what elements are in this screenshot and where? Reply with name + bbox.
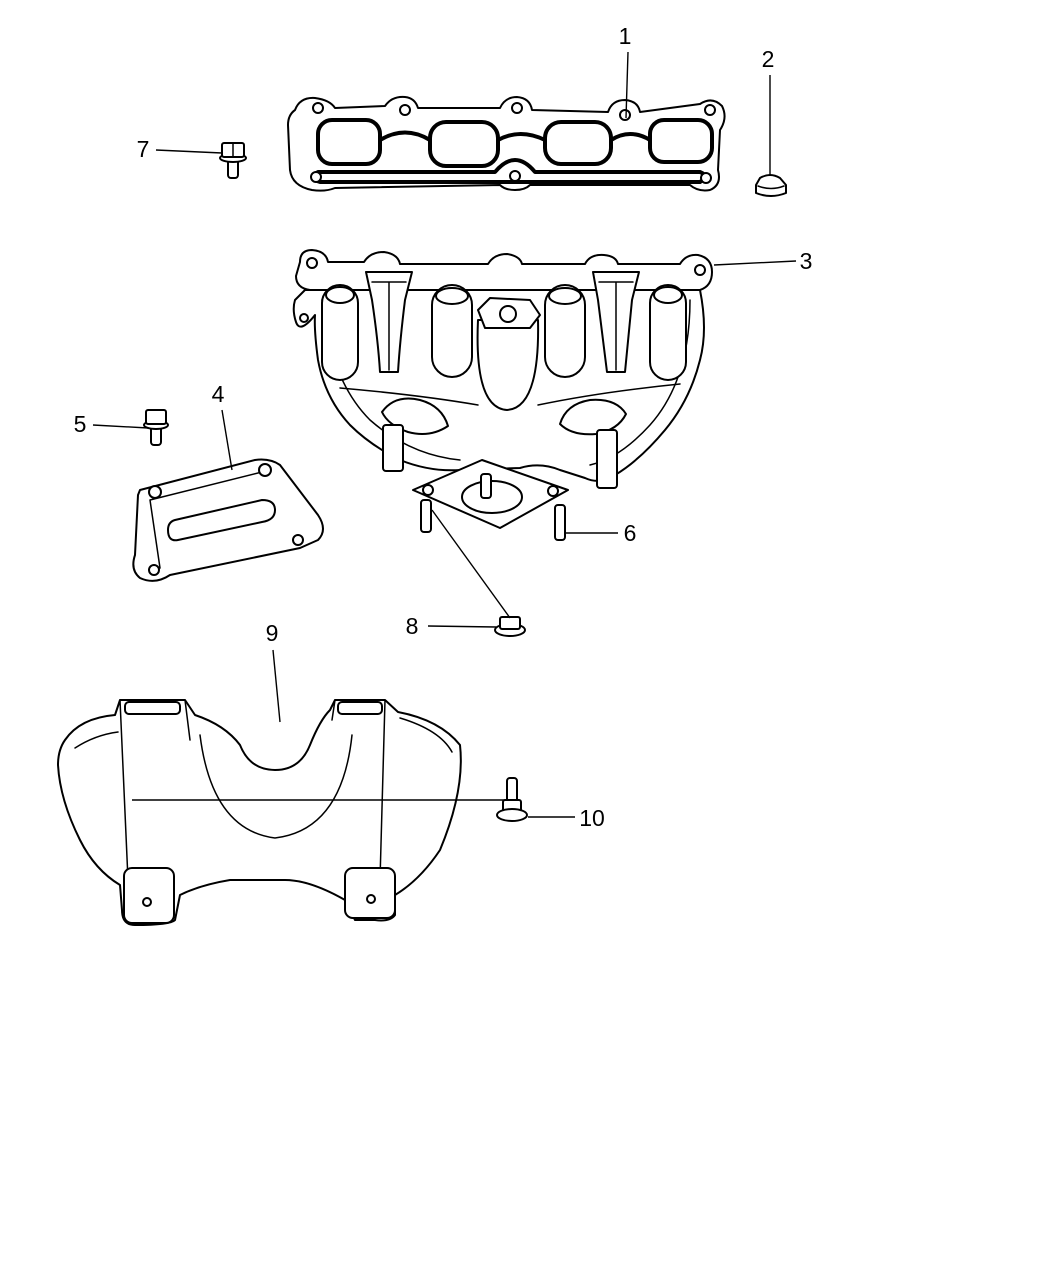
upper-shield-hole xyxy=(292,534,304,546)
callout-8: 8 xyxy=(406,613,419,639)
runner-port-1 xyxy=(325,286,355,304)
runner-port-3 xyxy=(435,287,469,305)
lower-shield-hole xyxy=(142,897,152,907)
leader-5 xyxy=(92,424,149,429)
part-10-flange-bolt xyxy=(496,777,528,822)
gasket-hole xyxy=(704,104,716,116)
gasket-port-1 xyxy=(316,118,382,166)
gasket-hole xyxy=(310,171,322,183)
manifold-runner-1 xyxy=(321,284,359,381)
runner-2-facet xyxy=(371,281,407,371)
nut-hex xyxy=(499,616,521,630)
leader-8 xyxy=(427,625,497,628)
leader-3 xyxy=(713,260,797,266)
upper-shield-slot xyxy=(167,499,276,542)
callout-1: 1 xyxy=(619,23,632,49)
center-flange-port xyxy=(499,305,517,323)
nut-edge xyxy=(757,185,785,190)
lower-shield-hole xyxy=(366,894,376,904)
manifold-lower-ridge xyxy=(339,383,681,406)
gasket-bead-links xyxy=(378,130,652,142)
callout-2: 2 xyxy=(762,46,775,72)
callout-10: 10 xyxy=(579,805,605,831)
manifold-runner-5 xyxy=(544,284,586,378)
callout-4: 4 xyxy=(212,381,225,407)
lower-shield-top-tab xyxy=(337,701,383,715)
lower-shield-flange-lines xyxy=(74,699,453,881)
manifold-flange-hole xyxy=(694,264,706,276)
stud-right xyxy=(554,504,566,541)
runner-port-7 xyxy=(653,286,683,304)
outlet-flange-hole xyxy=(547,485,559,497)
bolt-head xyxy=(145,409,167,425)
gasket-hole xyxy=(700,172,712,184)
callout-5: 5 xyxy=(74,411,87,437)
leader-9 xyxy=(272,649,281,723)
lower-shield-foot-left xyxy=(123,867,175,924)
runner-6-facet xyxy=(598,281,634,371)
gasket-hole xyxy=(312,102,324,114)
leader-lines xyxy=(92,51,797,818)
stud-left xyxy=(420,499,432,533)
gasket-port-3 xyxy=(543,120,613,166)
gasket-port-4 xyxy=(648,118,714,164)
manifold-flange xyxy=(295,249,713,291)
leader-1 xyxy=(625,51,629,119)
part-1-gasket xyxy=(287,95,726,192)
runner-port-5 xyxy=(548,287,582,305)
upper-shield-hole xyxy=(148,485,162,499)
manifold-flange-hole xyxy=(306,257,318,269)
upper-shield-hole xyxy=(148,564,160,576)
leader-4 xyxy=(221,409,233,471)
gasket-hole xyxy=(511,102,523,114)
part-7-bolt xyxy=(219,142,247,179)
upper-shield-bend xyxy=(149,471,263,569)
leader-8-assembly xyxy=(431,509,511,619)
manifold-flange-hole xyxy=(299,313,309,323)
part-8-flange-nut xyxy=(494,616,526,637)
lower-shield-foot-right xyxy=(344,867,396,919)
callout-3: 3 xyxy=(800,248,813,274)
upper-shield-hole xyxy=(258,463,272,477)
part-4-upper-heat-shield xyxy=(132,458,324,582)
manifold-left-bracket xyxy=(382,424,404,472)
callout-7: 7 xyxy=(137,136,150,162)
part-5-bolt xyxy=(143,409,169,446)
manifold-right-bracket xyxy=(596,429,618,489)
lower-shield-top-tab xyxy=(124,701,181,715)
manifold-collector xyxy=(476,319,540,411)
gasket-hole xyxy=(619,109,631,121)
stud-center xyxy=(480,473,492,499)
callout-labels: 1 2 3 4 5 6 7 8 9 10 xyxy=(74,23,813,831)
leader-7 xyxy=(155,149,223,154)
gasket-hole xyxy=(509,170,521,182)
gasket-outline xyxy=(287,95,726,192)
outlet-flange-hole xyxy=(422,484,434,496)
bolt-flange xyxy=(496,808,528,822)
part-2-nut xyxy=(755,174,787,197)
lower-shield-trough xyxy=(199,734,353,839)
manifold-runner-7 xyxy=(649,284,687,381)
callout-9: 9 xyxy=(266,620,279,646)
manifold-runner-3 xyxy=(431,284,473,378)
nut-body xyxy=(755,174,787,197)
manifold-right-lobe xyxy=(559,398,627,436)
gasket-bolt-holes xyxy=(310,102,716,184)
part-6-studs xyxy=(420,473,566,541)
gasket-port-2 xyxy=(428,120,500,168)
part-3-exhaust-manifold xyxy=(292,249,713,529)
part-9-lower-heat-shield xyxy=(57,699,462,926)
gasket-hole xyxy=(399,104,411,116)
callout-6: 6 xyxy=(624,520,637,546)
lower-shield-outline xyxy=(57,699,462,926)
